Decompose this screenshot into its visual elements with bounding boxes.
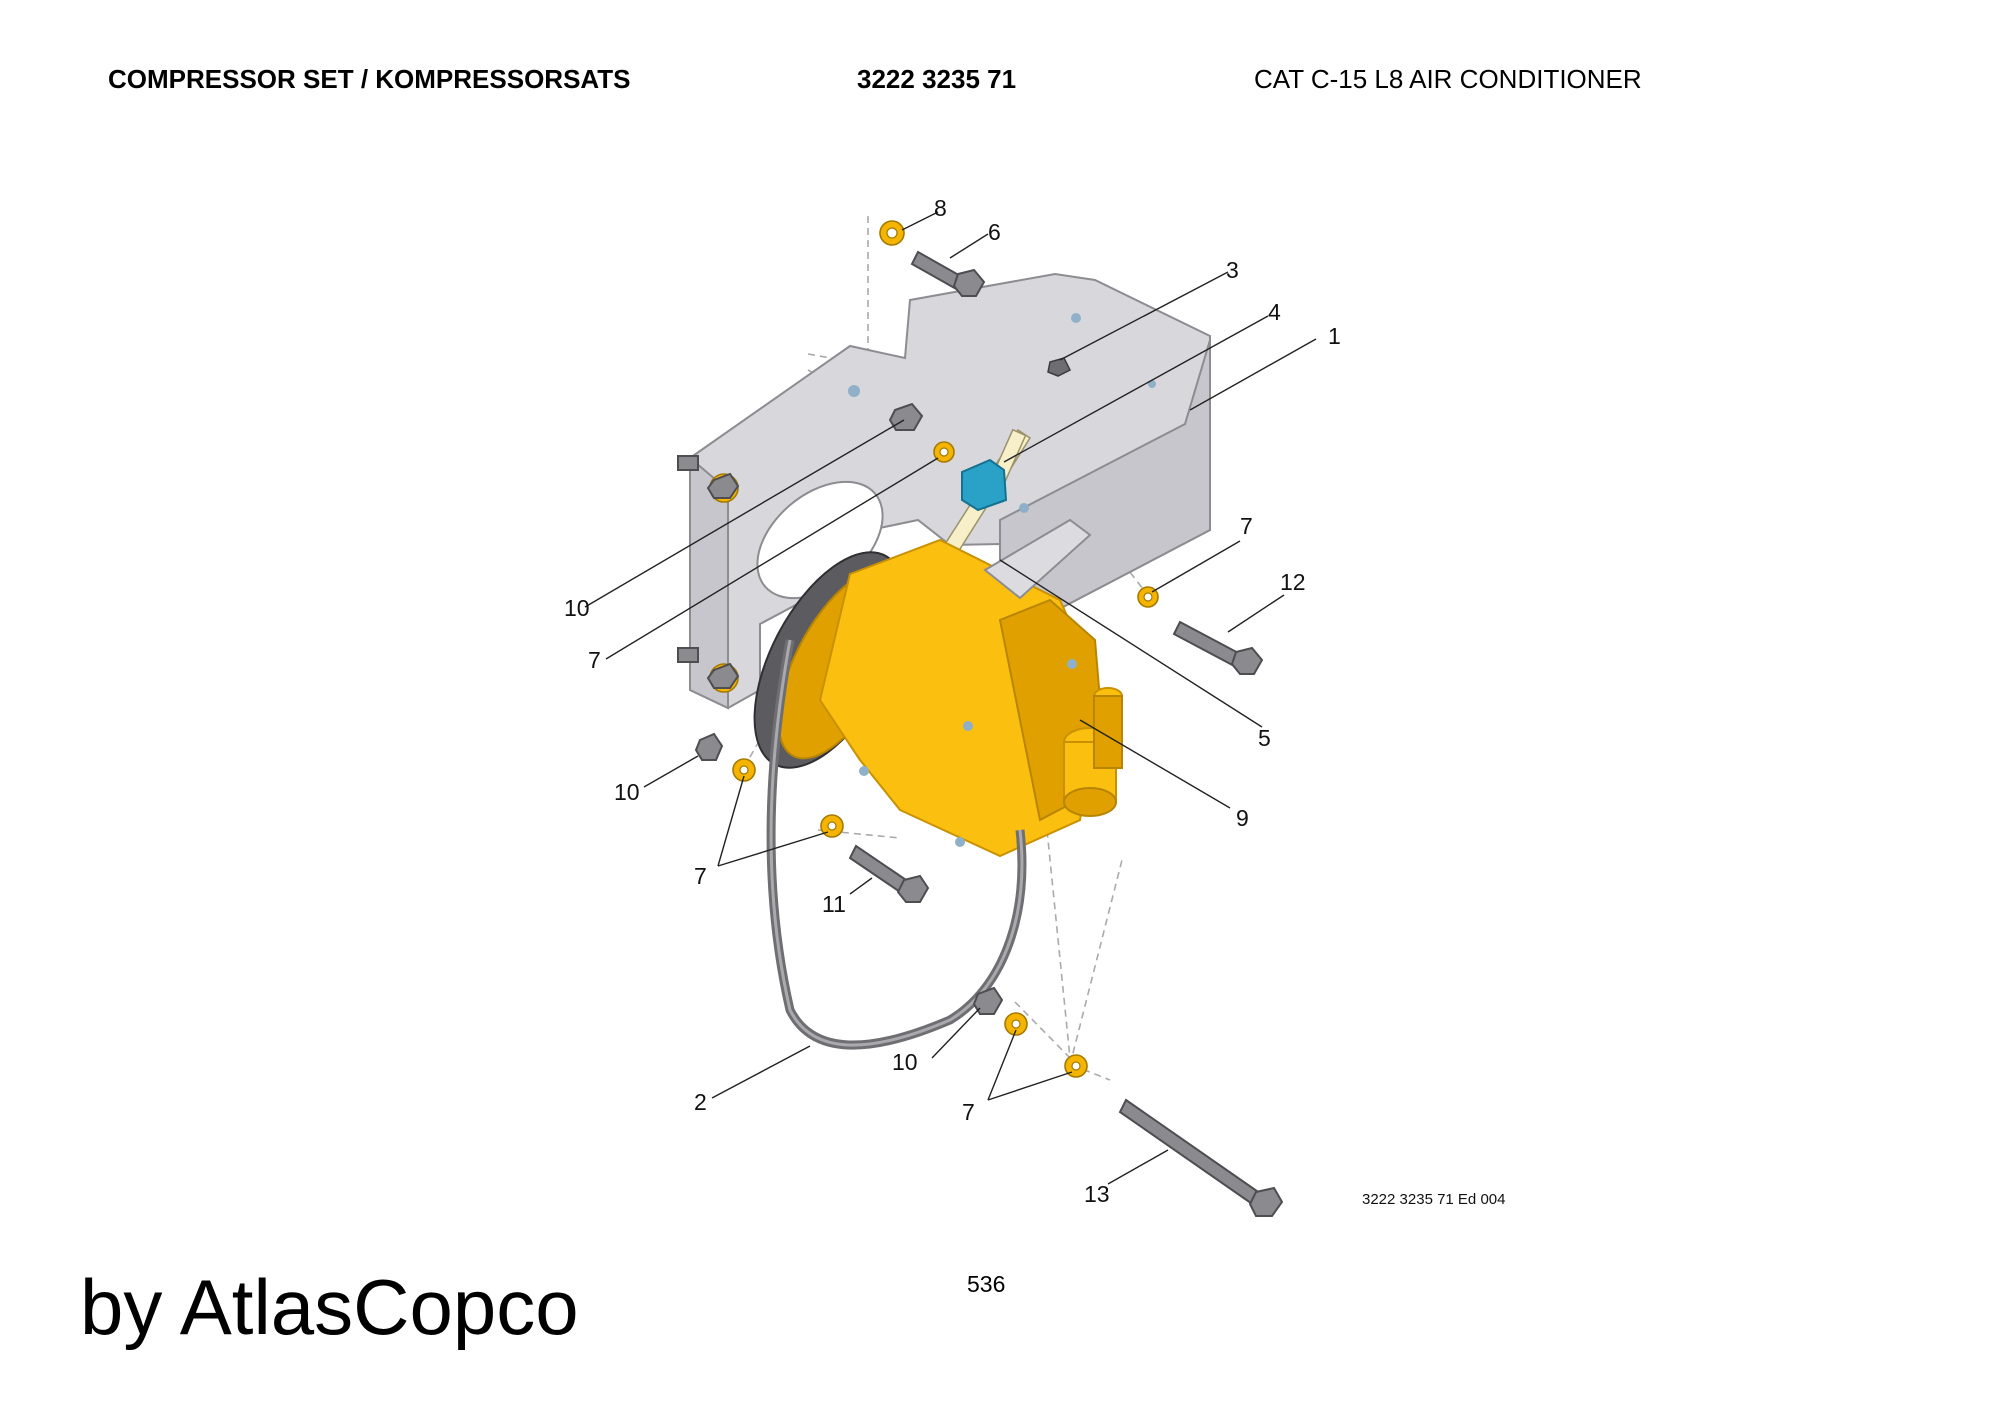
callout-7-bottom: 7 (962, 1099, 975, 1125)
bracket-fasteners (677, 402, 955, 693)
callout-11: 11 (822, 891, 846, 917)
page-title: COMPRESSOR SET / KOMPRESSORSATS (108, 64, 631, 94)
drive-belt (766, 639, 1027, 1050)
callout-1: 1 (1328, 323, 1341, 349)
leader-lines (584, 211, 1317, 1185)
page-number: 536 (967, 1271, 1006, 1297)
callout-3: 3 (1226, 257, 1239, 283)
callout-9: 9 (1236, 805, 1249, 831)
callout-4: 4 (1268, 299, 1281, 325)
callout-8: 8 (934, 195, 947, 221)
callout-13: 13 (1084, 1181, 1110, 1207)
callout-10-bottom: 10 (892, 1049, 918, 1075)
edition-reference: 3222 3235 71 Ed 004 (1362, 1191, 1505, 1208)
callout-5: 5 (1258, 725, 1271, 751)
callout-6: 6 (988, 219, 1001, 245)
callout-10-lower: 10 (614, 779, 640, 805)
callout-10-left: 10 (564, 595, 590, 621)
callout-7-lower: 7 (694, 863, 707, 889)
callout-2: 2 (694, 1089, 707, 1115)
assembly-name: CAT C-15 L8 AIR CONDITIONER (1254, 64, 1642, 94)
part-number: 3222 3235 71 (857, 64, 1017, 94)
brand-watermark: by AtlasCopco (80, 1263, 579, 1351)
callout-7-right: 7 (1240, 513, 1253, 539)
loose-hardware (694, 220, 1284, 1217)
callout-labels: 8 6 3 4 1 7 12 10 7 5 9 10 7 11 2 10 7 1… (564, 195, 1341, 1207)
callout-12: 12 (1280, 569, 1306, 595)
ac-compressor (753, 518, 1123, 858)
callout-7-left: 7 (588, 647, 601, 673)
